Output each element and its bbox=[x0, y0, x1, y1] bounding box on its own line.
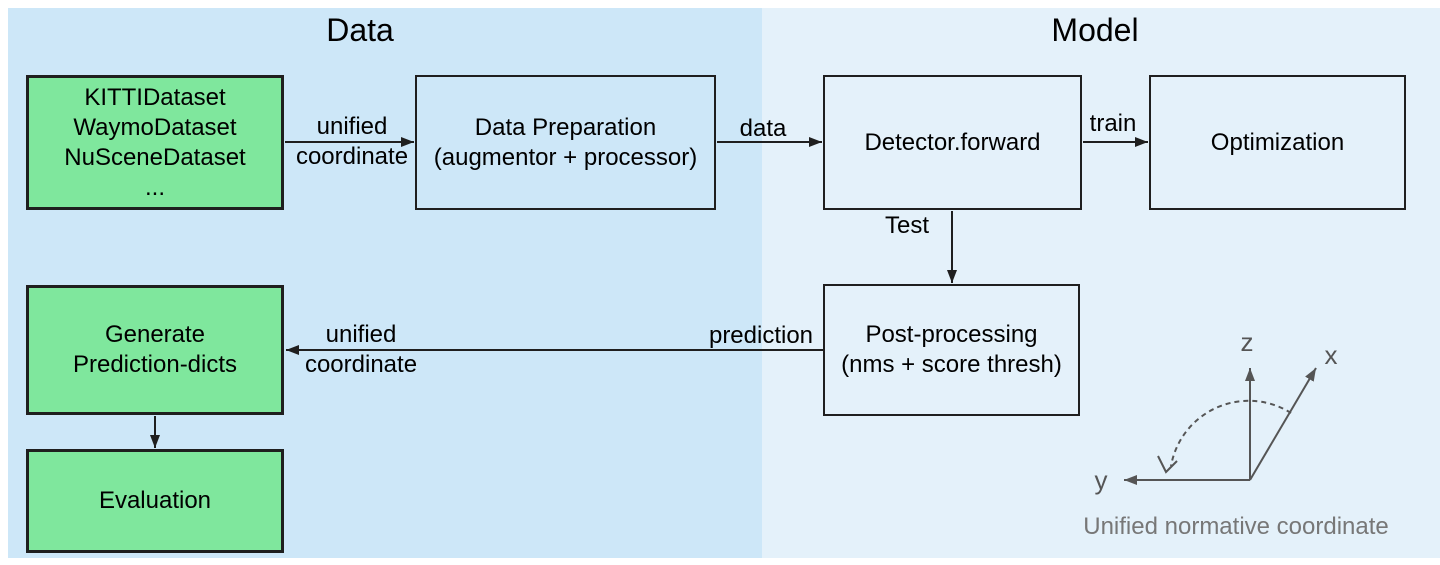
box-generate-line1: Generate bbox=[104, 321, 206, 348]
edge-label-train: train bbox=[1089, 110, 1137, 137]
box-data-preparation: Data Preparation (augmentor + processor) bbox=[415, 75, 716, 210]
edge-label-data: data bbox=[739, 115, 787, 142]
edge-label-test: Test bbox=[884, 212, 930, 239]
box-datasets-line3: NuSceneDataset bbox=[64, 143, 246, 171]
axis-label-y: y bbox=[1094, 465, 1108, 495]
edge-label-prediction: prediction bbox=[708, 322, 814, 349]
edge-label-unified-coordinate-top: unified coordinate bbox=[296, 112, 408, 172]
box-post-processing-line2: (nms + score thresh) bbox=[841, 351, 1062, 378]
box-generate-prediction-dicts: Generate Prediction-dicts bbox=[26, 285, 284, 415]
box-datasets-ellipsis: ... bbox=[144, 173, 165, 201]
box-optimization: Optimization bbox=[1149, 75, 1406, 210]
box-datasets: KITTIDataset WaymoDataset NuSceneDataset… bbox=[26, 75, 284, 210]
box-post-processing: Post-processing (nms + score thresh) bbox=[823, 284, 1080, 416]
box-evaluation-label: Evaluation bbox=[98, 487, 212, 514]
box-generate-line2: Prediction-dicts bbox=[72, 351, 238, 378]
edge-label-unified-bottom-line2: coordinate bbox=[304, 351, 418, 378]
edge-label-unified-top-line2: coordinate bbox=[295, 143, 409, 170]
edge-label-unified-bottom-line1: unified bbox=[325, 321, 397, 348]
box-data-preparation-line1: Data Preparation bbox=[474, 113, 657, 141]
panel-model bbox=[762, 8, 1440, 558]
box-post-processing-line1: Post-processing bbox=[865, 321, 1038, 348]
edge-label-unified-coordinate-bottom: unified coordinate bbox=[305, 320, 417, 380]
box-datasets-line1: KITTIDataset bbox=[84, 83, 226, 111]
title-model: Model bbox=[1051, 12, 1139, 48]
box-datasets-line2: WaymoDataset bbox=[73, 113, 237, 141]
title-data: Data bbox=[326, 12, 394, 48]
edge-label-unified-top-line1: unified bbox=[316, 113, 388, 140]
box-detector-forward-label: Detector.forward bbox=[864, 128, 1041, 156]
box-evaluation: Evaluation bbox=[26, 449, 284, 553]
box-data-preparation-line2: (augmentor + processor) bbox=[433, 143, 698, 171]
box-optimization-label: Optimization bbox=[1210, 128, 1345, 156]
axis-label-x: x bbox=[1324, 340, 1338, 370]
axis-label-z: z bbox=[1240, 327, 1254, 357]
box-detector-forward: Detector.forward bbox=[823, 75, 1082, 210]
axes-caption: Unified normative coordinate bbox=[1083, 513, 1389, 540]
